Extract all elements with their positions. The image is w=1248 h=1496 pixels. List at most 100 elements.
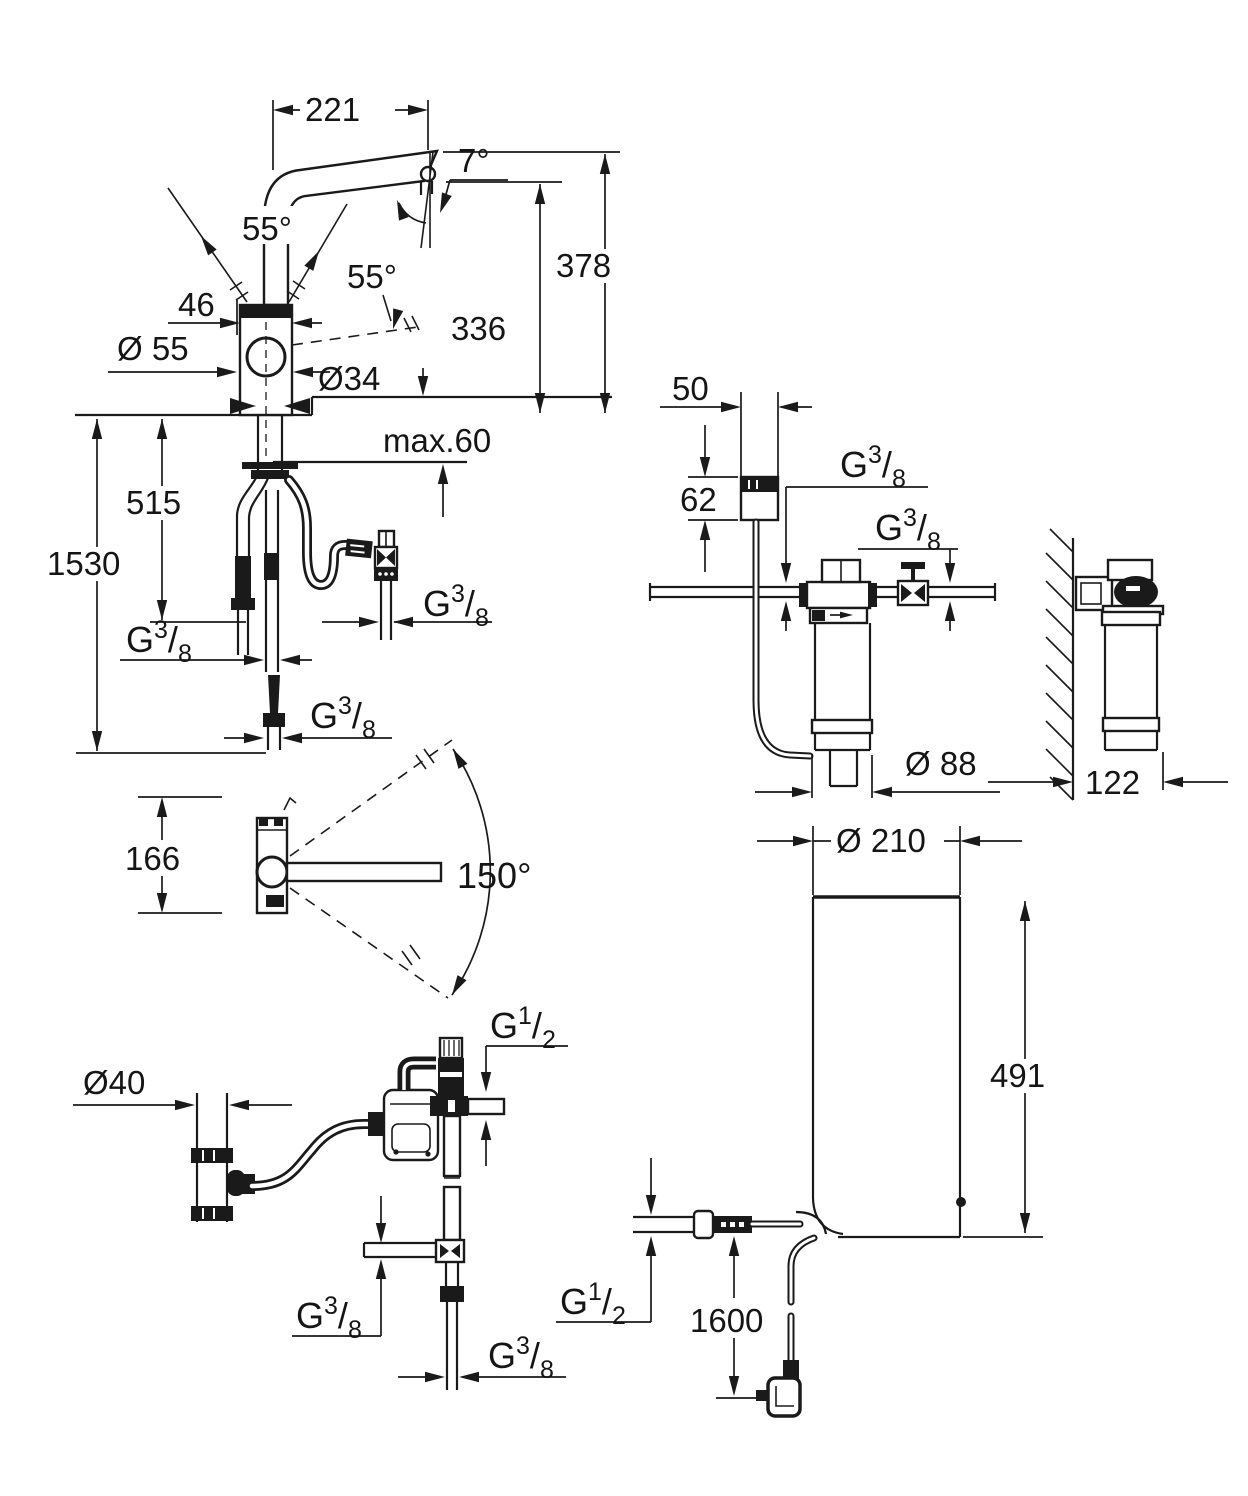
supply-hoses xyxy=(231,475,373,750)
hose-center xyxy=(264,490,280,672)
dim-label-491: 491 xyxy=(990,1057,1045,1094)
svg-text:G3/8: G3/8 xyxy=(126,616,192,668)
dim-label-55-swivel: 55° xyxy=(242,210,292,247)
tick-lever xyxy=(403,315,420,333)
side-outlet xyxy=(227,1170,245,1196)
dim-depth-122: 122 xyxy=(988,752,1228,801)
hook-mark xyxy=(283,796,297,811)
valve-knob-icon xyxy=(1114,576,1158,608)
dim-cartridge-diameter: Ø 88 xyxy=(755,745,1000,798)
shutoff-valve xyxy=(896,562,930,607)
filter-head xyxy=(805,580,872,610)
lower-tee xyxy=(362,1238,466,1390)
svg-text:G3/8: G3/8 xyxy=(840,441,906,493)
dim-lever-angle: 55° xyxy=(291,258,420,346)
dim-base-depth: 46 xyxy=(168,286,322,335)
svg-text:G3/8: G3/8 xyxy=(296,1292,362,1344)
dim-label-dia88: Ø 88 xyxy=(905,745,977,782)
dim-cable-length: 1600 xyxy=(690,1236,766,1399)
dim-label-7deg: 7° xyxy=(458,142,490,179)
svg-text:G3/8: G3/8 xyxy=(423,580,489,632)
thread-label-g38-filter-in: G3/8 xyxy=(780,441,928,631)
dim-head-height: 62 xyxy=(680,425,738,572)
dim-label-dia40: Ø40 xyxy=(83,1064,145,1101)
dim-label-max60: max.60 xyxy=(383,422,491,459)
power-cord xyxy=(756,1234,818,1418)
swivel-pos-down xyxy=(289,887,449,999)
dim-label-122: 122 xyxy=(1085,764,1140,801)
view-boiler: Ø 210 491 G1/2 xyxy=(556,822,1059,1418)
hose-left xyxy=(235,477,270,556)
outlet-pipe xyxy=(870,583,997,601)
base-wedge-right xyxy=(284,398,310,414)
svg-text:G1/2: G1/2 xyxy=(490,1002,556,1054)
pivot-circle xyxy=(255,855,289,889)
dim-head-width: 50 xyxy=(660,370,812,477)
dim-body-diameter: Ø 55 xyxy=(108,330,330,378)
dim-label-dia210: Ø 210 xyxy=(836,822,926,859)
dim-worktop-thickness: max.60 xyxy=(383,368,491,517)
svg-text:G3/8: G3/8 xyxy=(310,692,376,744)
flex-hose xyxy=(247,1119,375,1191)
svg-text:G1/2: G1/2 xyxy=(560,1278,626,1330)
dim-boiler-diameter: Ø 210 xyxy=(757,822,1022,895)
dim-label-55-lever: 55° xyxy=(347,258,397,295)
dim-label-1600: 1600 xyxy=(690,1302,763,1339)
dim-label-46: 46 xyxy=(178,286,215,323)
dim-label-dia34: Ø34 xyxy=(318,360,380,397)
dim-label-dia55: Ø 55 xyxy=(117,330,189,367)
thread-label-g38-bottom: G3/8 xyxy=(224,692,392,744)
dim-trap-diameter: Ø40 xyxy=(73,1064,292,1111)
boiler-hose xyxy=(633,1209,828,1240)
inlet-pipe xyxy=(648,583,807,601)
power-supply-box xyxy=(739,475,814,760)
boiler-corner xyxy=(811,1197,844,1236)
dim-hose-drop-short: 515 xyxy=(121,419,246,623)
dim-label-166: 166 xyxy=(125,840,180,877)
power-cable xyxy=(752,518,814,760)
inlet-valve xyxy=(430,1036,506,1116)
dim-label-336: 336 xyxy=(451,310,506,347)
swivel-pos-up xyxy=(289,739,453,857)
tick-right xyxy=(286,280,306,300)
dim-handle-swivel: 55° xyxy=(167,187,348,303)
lever-dashed-line xyxy=(291,326,419,346)
mounting-nut xyxy=(242,462,298,469)
plug-icon xyxy=(766,1376,802,1418)
braided-hose-upper xyxy=(442,1114,462,1178)
dim-body-depth: 166 xyxy=(125,796,222,914)
mounting-washer xyxy=(251,470,289,479)
dim-height-to-spout: 336 xyxy=(446,181,562,413)
spout-top-view xyxy=(285,861,443,883)
thread-label-g12-boiler: G1/2 xyxy=(556,1158,657,1330)
thread-label-g12-valve: G1/2 xyxy=(480,1002,568,1166)
dim-label-221: 221 xyxy=(305,91,360,128)
thread-label-g38-filter-out: G3/8 xyxy=(858,504,958,631)
aerator-icon xyxy=(419,165,437,183)
thread-label-g38-center: G3/8 xyxy=(120,616,312,668)
dim-boiler-height: 491 xyxy=(963,901,1059,1238)
thread-label-g38-valve: G3/8 xyxy=(322,580,492,632)
base-wedge-left xyxy=(230,398,256,414)
view-filter-front: 50 62 G3/8 G3/8 Ø 88 xyxy=(648,370,1000,798)
boiler-body xyxy=(811,897,962,1239)
dim-label-1530: 1530 xyxy=(47,545,120,582)
dim-label-515: 515 xyxy=(126,484,181,521)
faucet-collar xyxy=(240,305,292,318)
svg-text:G3/8: G3/8 xyxy=(488,1332,554,1384)
dim-label-62: 62 xyxy=(680,481,717,518)
dim-label-50: 50 xyxy=(672,370,709,407)
check-valve xyxy=(373,529,399,640)
dim-label-150deg: 150° xyxy=(457,855,531,896)
worktop-line xyxy=(75,395,612,417)
thread-label-g38-trap-bottom: G3/8 xyxy=(398,1332,566,1384)
view-filter-side: 122 xyxy=(988,528,1228,801)
dim-swivel-range: 150° xyxy=(447,746,531,998)
tick-left xyxy=(229,281,249,301)
dim-label-378: 378 xyxy=(556,247,611,284)
aerator-outlet xyxy=(419,181,434,195)
svg-text:G3/8: G3/8 xyxy=(875,504,941,556)
control-unit xyxy=(382,1056,440,1162)
